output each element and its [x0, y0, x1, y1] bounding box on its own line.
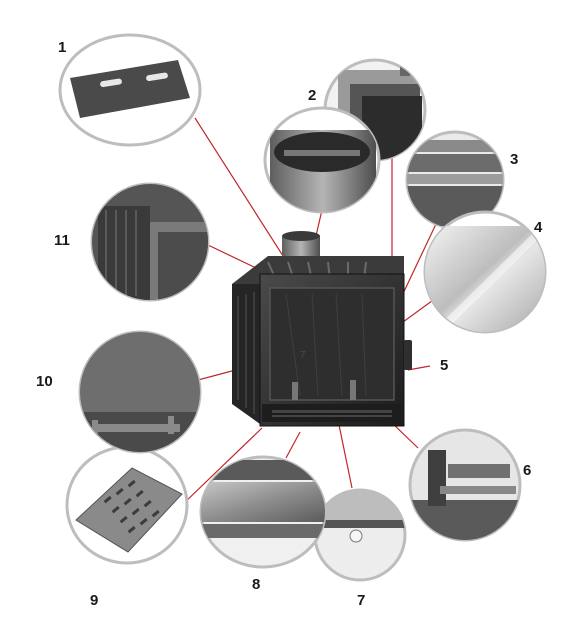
callout-number-4: 4: [534, 219, 543, 236]
air-control-icon: [349, 529, 363, 543]
flue-pipe-top: [282, 231, 320, 241]
detail-circle-7: [313, 488, 407, 582]
log-holder-right: [350, 380, 356, 400]
leader-line-9: [181, 427, 263, 506]
glass-reflections: [285, 293, 367, 397]
leader-line-3: [399, 223, 437, 301]
grate-icon: [75, 467, 183, 553]
detail-circle-9: [65, 445, 189, 565]
leader-lines: [181, 117, 437, 506]
callout-number-8: 8: [252, 576, 261, 593]
door-glass: [269, 287, 395, 401]
callout-number-11: 11: [54, 232, 70, 249]
leader-line-5: [407, 365, 431, 371]
log-holder-icon: [428, 450, 446, 506]
leader-line-8: [285, 431, 301, 459]
detail-circle-8: [199, 455, 327, 569]
callout-number-7: 7: [357, 592, 366, 609]
door-handle: [404, 340, 412, 370]
callout-number-2: 2: [308, 87, 317, 104]
callout-number-3: 3: [510, 151, 519, 168]
glass-watermark: 7: [300, 350, 307, 361]
callout-number-5: 5: [440, 357, 449, 374]
leader-line-7: [337, 419, 353, 489]
detail-circle-1: [58, 33, 202, 147]
bottom-grille: [272, 410, 392, 417]
detail-circle-10: [78, 330, 202, 454]
ash-pan-icon: [201, 482, 325, 522]
fireplace-insert: 7: [232, 231, 412, 427]
callout-number-10: 10: [36, 373, 53, 390]
detail-circle-4: [423, 210, 547, 334]
side-ribs: [237, 292, 255, 414]
leader-line-11: [207, 244, 257, 269]
leader-line-1: [194, 117, 293, 271]
callout-number-9: 9: [90, 592, 99, 609]
log-holder-left: [292, 382, 298, 400]
callout-number-1: 1: [58, 39, 67, 56]
deflector-icon: [407, 154, 503, 172]
callout-number-6: 6: [523, 462, 532, 479]
detail-circle-flue: [263, 106, 381, 214]
flue-pipe: [282, 236, 320, 258]
detail-circle-6: [408, 428, 522, 542]
detail-circle-11: [90, 182, 210, 302]
